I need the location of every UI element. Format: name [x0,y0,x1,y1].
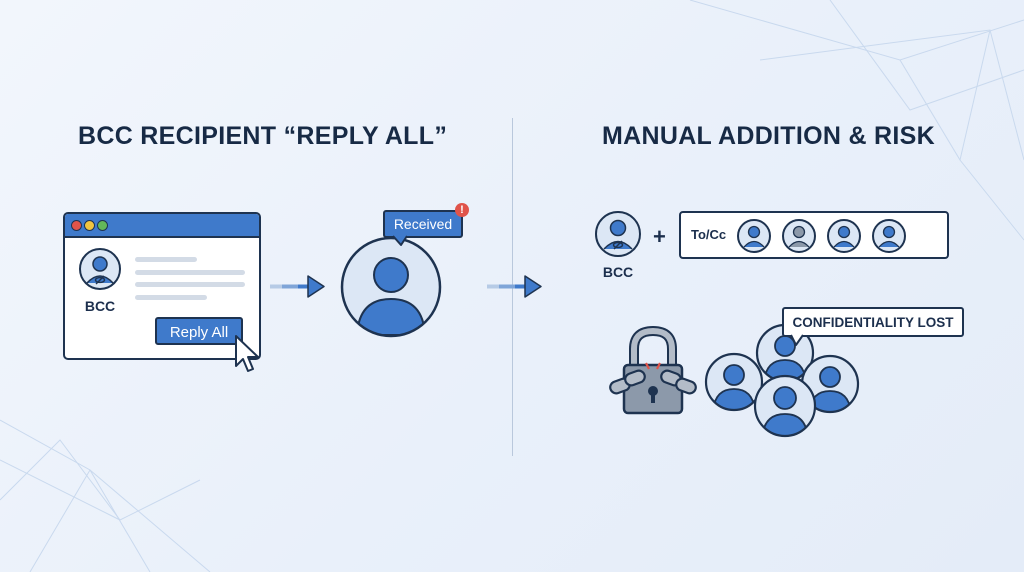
bcc-label: BCC [84,298,116,314]
to-cc-label: To/Cc [691,227,727,242]
bcc-user-avatar-icon [595,211,641,257]
window-title-bar [65,214,259,238]
left-panel-title: BCC RECIPIENT “REPLY ALL” [78,122,448,150]
confidentiality-lost-callout: CONFIDENTIALITY LOST [782,307,964,337]
bcc-user-avatar-icon [79,248,121,290]
placeholder-text-line [135,270,245,275]
recipient-avatar-icon [872,219,906,253]
recipient-avatar-icon [827,219,861,253]
to-cc-recipients-group [737,219,906,253]
recipient-avatar-icon [753,374,817,438]
callout-pointer [790,334,804,346]
bcc-label: BCC [602,264,634,280]
recipient-avatar-icon [782,219,816,253]
mouse-cursor-icon [235,335,259,372]
arrow-right-icon [487,275,542,298]
recipient-avatar-icon [340,236,442,338]
hidden-eye-icon [612,240,624,250]
placeholder-text-line [135,295,207,300]
exposed-recipients-group-icon [704,323,860,438]
minimize-dot-icon [84,220,95,231]
badge-pointer [392,235,408,246]
arrow-right-icon [270,275,325,298]
padlock-icon [609,325,697,415]
plus-sign: + [653,224,666,249]
right-panel-title: MANUAL ADDITION & RISK [602,122,935,150]
placeholder-text-line [135,282,245,287]
hidden-eye-icon [94,275,106,285]
recipient-avatar-icon [800,354,860,414]
reply-all-button[interactable]: Reply All [155,317,243,345]
alert-badge-icon: ! [455,203,469,217]
close-dot-icon [71,220,82,231]
recipient-avatar-icon [704,352,764,412]
maximize-dot-icon [97,220,108,231]
broken-chain-icon [609,362,697,395]
recipient-avatar-icon [737,219,771,253]
received-badge: Received [383,210,463,238]
placeholder-text-line [135,257,197,262]
